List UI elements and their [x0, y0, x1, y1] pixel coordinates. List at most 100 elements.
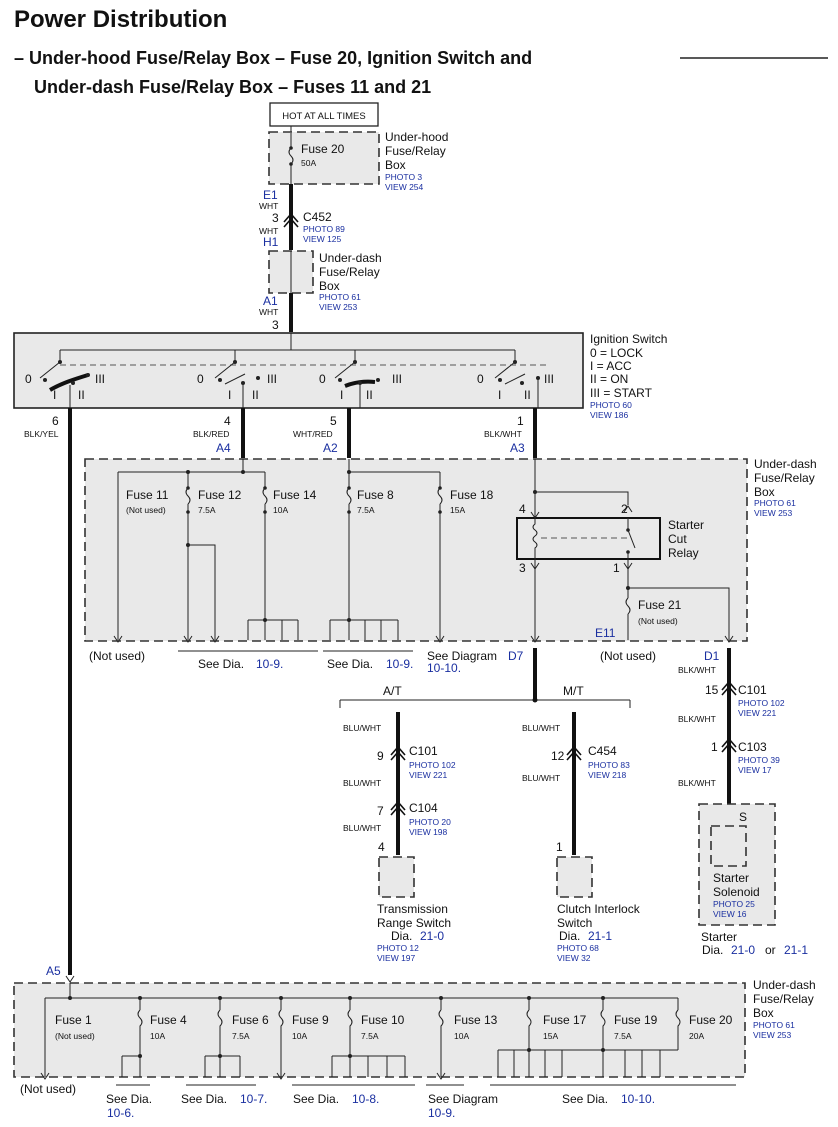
bfuse-9-rating: 10A — [292, 1031, 307, 1041]
bfuse-6-rating: 7.5A — [232, 1031, 250, 1041]
mt-pin-12: 12 — [551, 749, 565, 763]
starter-c101: C101 — [738, 683, 767, 697]
relay-name-2: Cut — [668, 532, 687, 546]
at-pin-4: 4 — [378, 840, 385, 854]
underhood-name-3: Box — [385, 158, 406, 172]
mid-see-dia-b-ref: 10-9. — [386, 657, 413, 671]
underdash-top-photo: PHOTO 61 — [319, 292, 361, 302]
underhood-view: VIEW 254 — [385, 182, 424, 192]
trans-range-switch-box — [378, 856, 415, 898]
c452-connector — [283, 212, 299, 223]
pin-3b: 3 — [272, 318, 279, 332]
trs-dia: Dia. — [391, 929, 412, 943]
out6-pin: 6 — [52, 414, 59, 428]
cis-name-1: Clutch Interlock — [557, 902, 641, 916]
subtitle-line-2: Under-dash Fuse/Relay Box – Fuses 11 and… — [34, 77, 431, 97]
fuse12-rating: 7.5A — [198, 505, 216, 515]
starter-c103-view: VIEW 17 — [738, 765, 772, 775]
bfuse-20-rating: 20A — [689, 1031, 704, 1041]
bottom-ref-2-num: 10-7. — [240, 1092, 267, 1106]
starter-pin-1: 1 — [711, 740, 718, 754]
starter-solenoid-box — [710, 825, 747, 867]
bfuse-10-rating: 7.5A — [361, 1031, 379, 1041]
out4-pin: 4 — [224, 414, 231, 428]
subtitle-line-1: – Under-hood Fuse/Relay Box – Fuse 20, I… — [14, 48, 532, 68]
at-wire-3: BLU/WHT — [343, 823, 381, 833]
underhood-name-1: Under-hood — [385, 130, 448, 144]
bottom-not-used: (Not used) — [20, 1082, 76, 1096]
sw2-pos-i: I — [228, 388, 231, 402]
fuse21-label: Fuse 21 — [638, 598, 682, 612]
at-pin-7: 7 — [377, 804, 384, 818]
cis-dia-ref: 21-1 — [588, 929, 612, 943]
starter-wire-3: BLK/WHT — [678, 778, 716, 788]
starter-c103-photo: PHOTO 39 — [738, 755, 780, 765]
mt-wire-1: BLU/WHT — [522, 723, 560, 733]
ignition-legend-2: II = ON — [590, 372, 628, 386]
bottom-ref-5-num: 10-10. — [621, 1092, 655, 1106]
fuse21-note: (Not used) — [638, 616, 678, 626]
underdash-mid-photo: PHOTO 61 — [754, 498, 796, 508]
bfuse-20-name: Fuse 20 — [689, 1013, 733, 1027]
sw3-pos-ii: II — [366, 388, 373, 402]
fuse18-rating: 15A — [450, 505, 465, 515]
wire-wht-2: WHT — [259, 226, 278, 236]
term-d1: D1 — [704, 649, 720, 663]
underhood-fuse-rating: 50A — [301, 158, 316, 168]
cis-photo: PHOTO 68 — [557, 943, 599, 953]
ignition-legend-3: III = START — [590, 386, 653, 400]
mt-c454: C454 — [588, 744, 617, 758]
bfuse-9-name: Fuse 9 — [292, 1013, 329, 1027]
underdash-mid-view: VIEW 253 — [754, 508, 793, 518]
sw1-pos-0: 0 — [25, 372, 32, 386]
term-e1: E1 — [263, 188, 278, 202]
fuse18-label: Fuse 18 — [450, 488, 494, 502]
sw4-pos-i: I — [498, 388, 501, 402]
starter-name-1: Starter — [713, 871, 749, 885]
bfuse-17-rating: 15A — [543, 1031, 558, 1041]
underdash-mid-name-2: Fuse/Relay — [754, 471, 815, 485]
fuse8-rating: 7.5A — [357, 505, 375, 515]
starter-c101-view: VIEW 221 — [738, 708, 777, 718]
bottom-ref-3-num: 10-8. — [352, 1092, 379, 1106]
c452-label: C452 — [303, 210, 332, 224]
branch-mt: M/T — [563, 684, 584, 698]
clutch-interlock-switch-box — [556, 856, 593, 898]
trs-name-1: Transmission — [377, 902, 448, 916]
term-a1: A1 — [263, 294, 278, 308]
sw3-pos-iii: III — [392, 372, 402, 386]
relay-name-3: Relay — [668, 546, 699, 560]
c452-view: VIEW 125 — [303, 234, 342, 244]
underhood-name-2: Fuse/Relay — [385, 144, 446, 158]
sw2-pos-iii: III — [267, 372, 277, 386]
sw4-pos-iii: III — [544, 372, 554, 386]
out4-wire: BLK/RED — [193, 429, 229, 439]
starter-term-s: S — [739, 810, 747, 824]
relay-pin-4: 4 — [519, 502, 526, 516]
wire-wht-1: WHT — [259, 201, 278, 211]
at-wire-1: BLU/WHT — [343, 723, 381, 733]
relay-pin-3: 3 — [519, 561, 526, 575]
mid-see-dia-a-ref: 10-9. — [256, 657, 283, 671]
trs-view: VIEW 197 — [377, 953, 416, 963]
mt-c454-photo: PHOTO 83 — [588, 760, 630, 770]
cis-name-2: Switch — [557, 916, 592, 930]
mid-see-dia-a: See Dia. — [198, 657, 244, 671]
at-c104-photo: PHOTO 20 — [409, 817, 451, 827]
starter-label: Starter — [701, 930, 737, 944]
mid-not-used-left: (Not used) — [89, 649, 145, 663]
out5-pin: 5 — [330, 414, 337, 428]
trs-dia-ref: 21-0 — [420, 929, 444, 943]
starter-c101-photo: PHOTO 102 — [738, 698, 785, 708]
trs-name-2: Range Switch — [377, 916, 451, 930]
term-e11: E11 — [595, 626, 616, 640]
starter-dia-ref2: 21-1 — [784, 943, 808, 957]
branch-at: A/T — [383, 684, 402, 698]
starter-dia-ref1: 21-0 — [731, 943, 755, 957]
fuse12-label: Fuse 12 — [198, 488, 242, 502]
ignition-legend-1: I = ACC — [590, 359, 632, 373]
bfuse-13-name: Fuse 13 — [454, 1013, 498, 1027]
starter-or: or — [765, 943, 776, 957]
at-wire-2: BLU/WHT — [343, 778, 381, 788]
